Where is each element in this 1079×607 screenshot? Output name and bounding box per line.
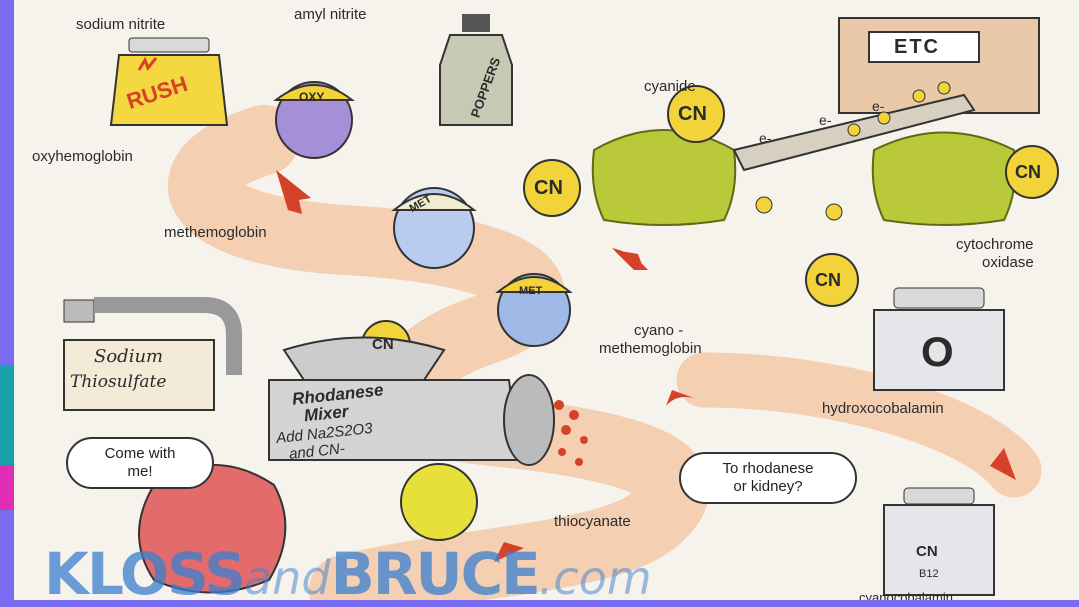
bubble-rhodanese-line-1: To rhodanese [693, 460, 843, 478]
cn-text-4: CN [815, 270, 841, 291]
arrow-curve-1 [612, 248, 648, 270]
watermark-part-kloss: KLOSS [44, 540, 244, 600]
bubble-rhodanese-line-2: or kidney? [693, 478, 843, 496]
cn-text-3: CN [1015, 162, 1041, 183]
label-hydroxocobalamin: hydroxocobalamin [822, 400, 944, 417]
watermark-part-and: and [244, 551, 331, 600]
cn-text-1: CN [678, 103, 707, 126]
label-oxyhemoglobin: oxyhemoglobin [32, 148, 133, 165]
label-sodium-nitrite: sodium nitrite [76, 16, 165, 33]
cyanide-creature [593, 130, 736, 225]
speech-bubble-rhodanese: To rhodanese or kidney? [679, 452, 857, 504]
label-thiocyanate: thiocyanate [554, 513, 631, 530]
bubble-kidney-line-1: Come with [80, 445, 200, 463]
cn-text-2: CN [534, 177, 563, 200]
cn-text-5: CN [372, 336, 394, 353]
electron-1: e- [759, 130, 771, 146]
label-cytochrome-1: cytochrome [956, 236, 1034, 253]
watermark-part-com: .com [539, 551, 652, 600]
sign-thiosulfate-2: Thiosulfate [70, 372, 166, 392]
label-cyanide: cyanide [644, 78, 696, 95]
accent-strip-teal [0, 365, 14, 465]
methemoglobin-character [394, 188, 474, 268]
tag-o-letter: O [921, 328, 954, 376]
watermark-klossandbruce: KLOSSandBRUCE.com [44, 540, 1079, 600]
electron-3: e- [872, 98, 884, 114]
watermark-part-bruce: BRUCE [331, 540, 539, 600]
tag-oxy: OXY [299, 90, 324, 104]
accent-strip-magenta [0, 465, 14, 510]
label-cyano-2: methemoglobin [599, 340, 702, 357]
thiocyanate-character [401, 464, 477, 540]
speech-bubble-kidney: Come with me! [66, 437, 214, 489]
cytochrome-cyanide-creature [873, 133, 1016, 226]
label-cyano-1: cyano - [634, 322, 683, 339]
bubble-kidney-line-2: me! [80, 463, 200, 481]
label-cytochrome-2: oxidase [982, 254, 1034, 271]
label-methemoglobin: methemoglobin [164, 224, 267, 241]
tag-etc: ETC [894, 36, 940, 59]
label-amyl-nitrite: amyl nitrite [294, 6, 367, 23]
electron-2: e- [819, 112, 831, 128]
cyanide-antidote-illustration: sodium nitrite amyl nitrite oxyhemoglobi… [14, 0, 1079, 600]
tag-met-2: MET [519, 285, 542, 297]
sign-thiosulfate-1: Sodium [94, 346, 163, 367]
